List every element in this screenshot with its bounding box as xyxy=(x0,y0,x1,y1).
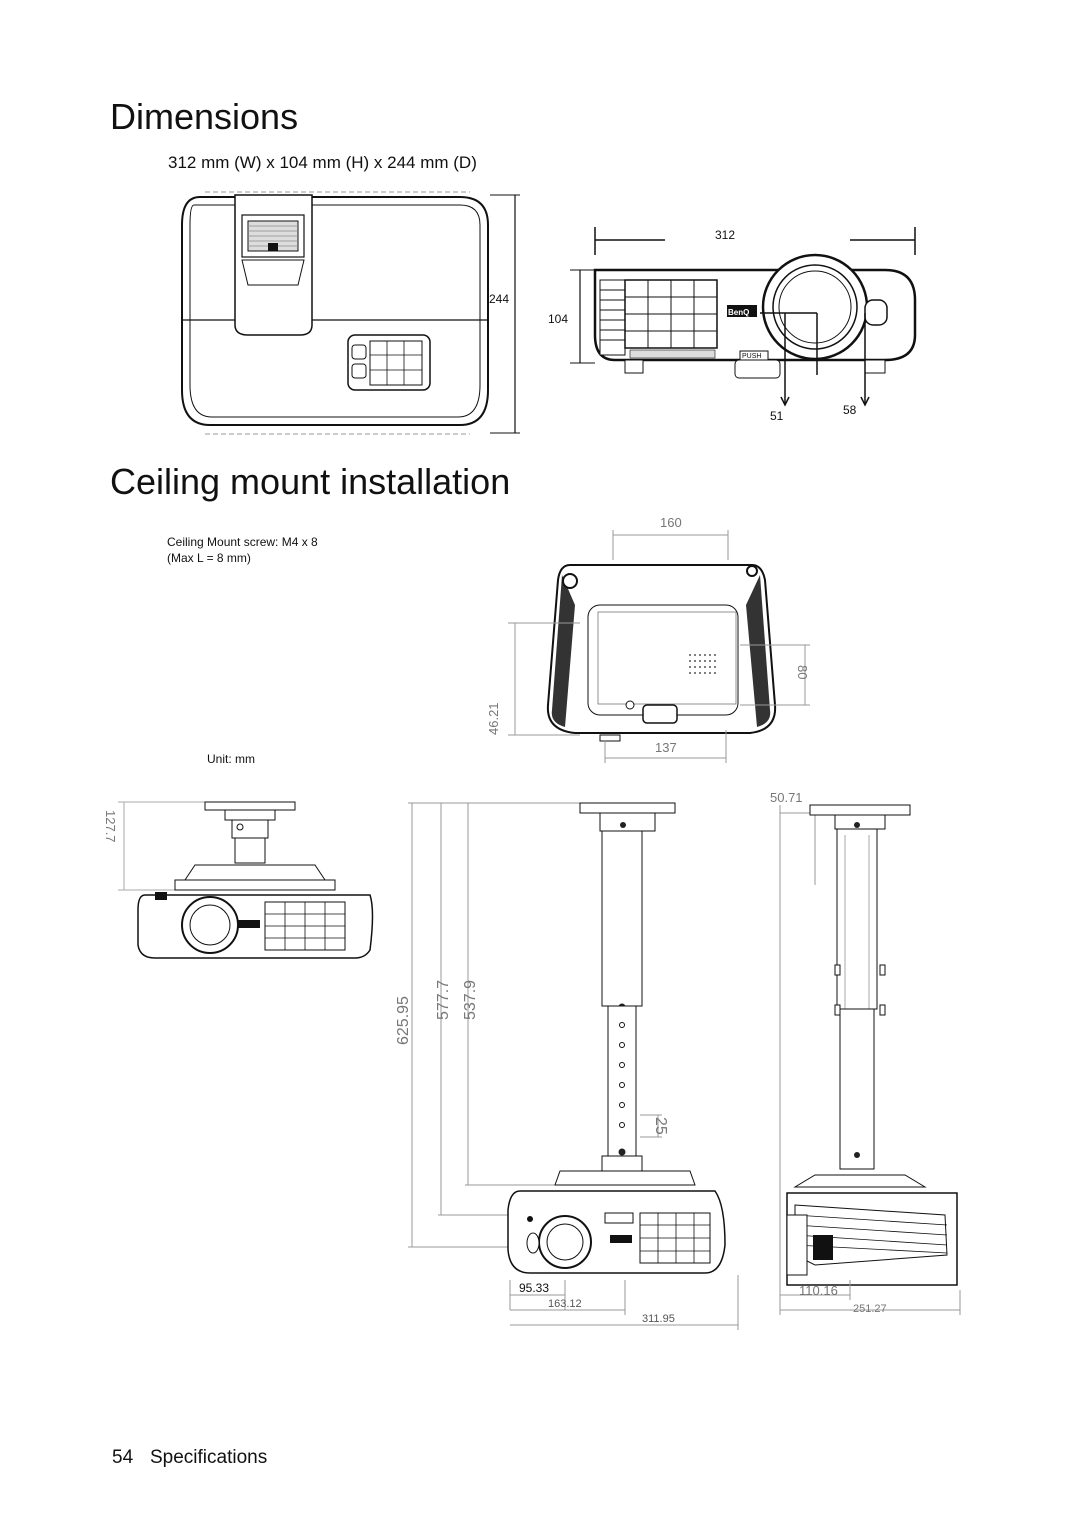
screw-note-line2: (Max L = 8 mm) xyxy=(167,551,251,565)
mount-left-height: 127.7 xyxy=(103,810,118,843)
section-title-dimensions: Dimensions xyxy=(110,96,299,137)
label-625: 625.95 xyxy=(395,996,412,1045)
depth-label: 244 xyxy=(489,292,509,306)
label-25: 25 xyxy=(652,1117,669,1135)
height-label: 104 xyxy=(548,312,568,326)
dimensions-spec: 312 mm (W) x 104 mm (H) x 244 mm (D) xyxy=(168,153,477,172)
footer-section: Specifications xyxy=(150,1447,268,1468)
label-251: 251.27 xyxy=(853,1303,887,1315)
brand-label: BenQ xyxy=(728,308,749,317)
footer-page-number: 54 xyxy=(112,1447,134,1468)
screw-note-line1: Ceiling Mount screw: M4 x 8 xyxy=(167,535,318,549)
label-577: 577.7 xyxy=(435,980,452,1020)
bottom-label-46: 46.21 xyxy=(486,702,501,735)
push-label: PUSH xyxy=(742,353,761,360)
ceiling-mount-front-view: 50.71 110.16 251.27 xyxy=(770,790,961,1315)
width-label: 312 xyxy=(715,228,735,242)
label-163: 163.12 xyxy=(548,1298,582,1310)
bottom-label-80: 80 xyxy=(795,665,810,679)
label-95: 95.33 xyxy=(519,1281,549,1295)
label-50: 50.71 xyxy=(770,790,803,805)
offset-label-58: 58 xyxy=(843,403,857,417)
unit-note: Unit: mm xyxy=(207,752,255,766)
section-title-ceiling-mount: Ceiling mount installation xyxy=(110,461,511,502)
projector-front-view: 312 104 BenQ PUSH 51 58 xyxy=(548,227,917,423)
label-110: 110.16 xyxy=(799,1283,838,1298)
projector-bottom-view: 160 46.21 80 137 xyxy=(486,515,810,763)
bottom-label-137: 137 xyxy=(655,740,677,755)
ceiling-mount-extended-view: 625.95 577.7 537.9 25 95.33 163.12 311.9… xyxy=(395,802,739,1330)
projector-top-view: 244 xyxy=(181,191,520,435)
label-311: 311.95 xyxy=(642,1313,675,1325)
label-537: 537.9 xyxy=(462,980,479,1020)
ceiling-mount-side-view: 127.7 xyxy=(103,801,374,959)
bottom-label-160: 160 xyxy=(660,515,682,530)
offset-label-51: 51 xyxy=(770,409,784,423)
